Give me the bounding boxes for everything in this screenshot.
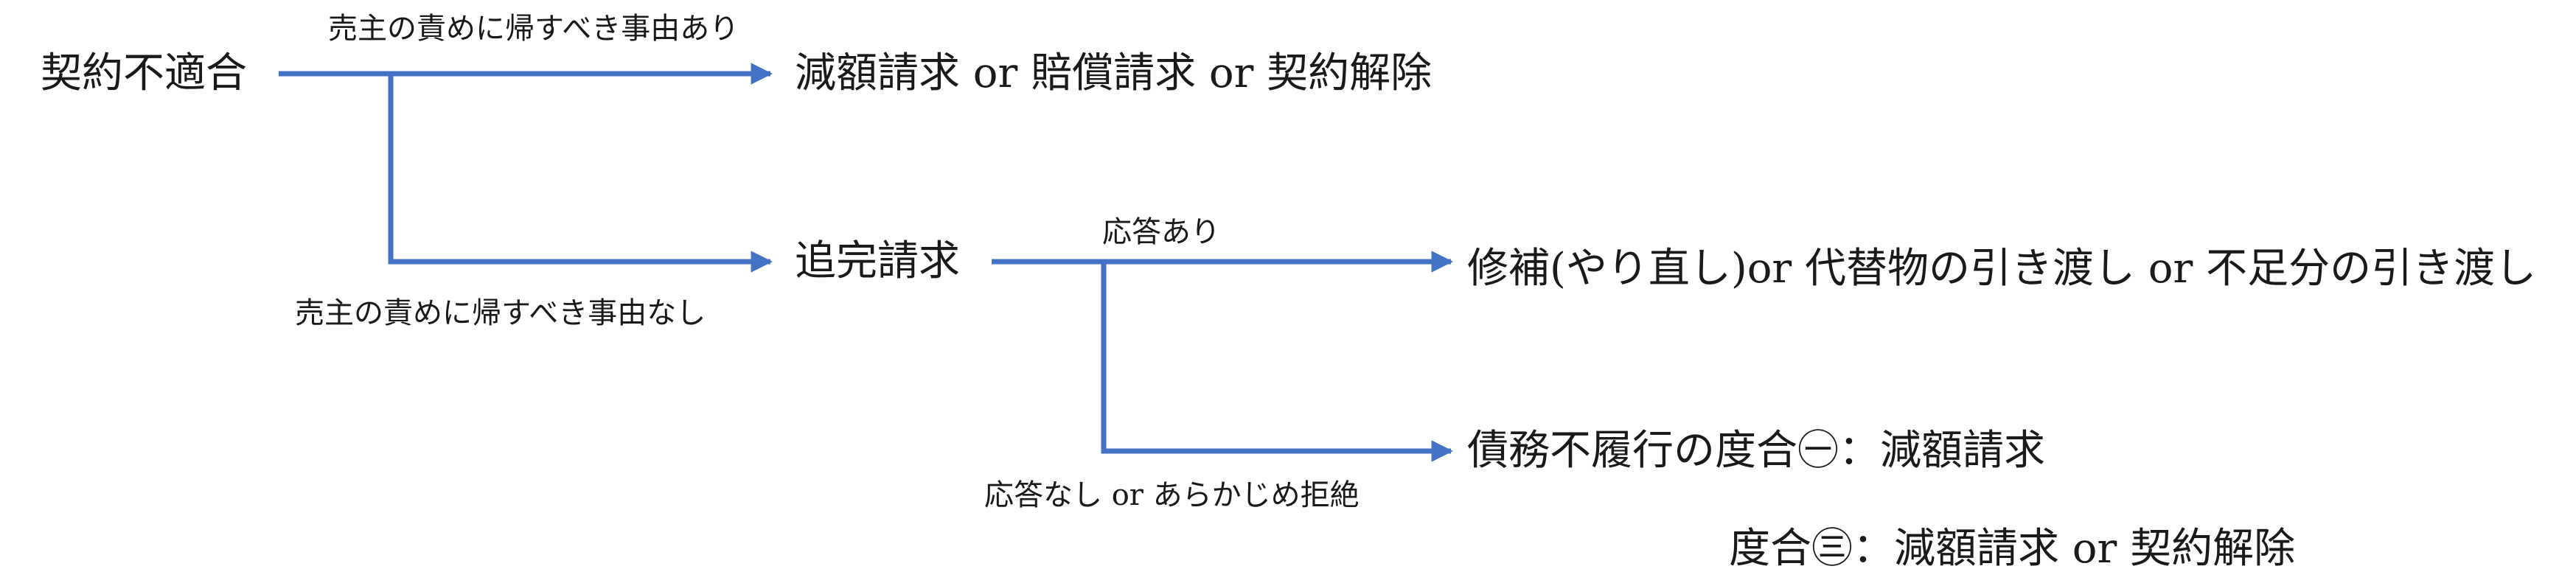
node-contract-nonconformity: 契約不適合 xyxy=(41,49,247,97)
node-repair-replace-deliver: 修補(やり直し)or 代替物の引き渡し or 不足分の引き渡し xyxy=(1467,245,2537,293)
node-cure-request: 追完請求 xyxy=(795,237,960,285)
label-no-response: 応答なし or あらかじめ拒絶 xyxy=(984,478,1360,512)
label-response: 応答あり xyxy=(1102,215,1220,249)
node-default-degree-large: 度合㊂：減額請求 or 契約解除 xyxy=(1729,525,2296,573)
connector-to-default-degree xyxy=(1101,262,1453,462)
node-default-degree-small: 債務不履行の度合㊀：減額請求 xyxy=(1467,427,2045,475)
label-seller-no-fault: 売主の責めに帰すべき事由なし xyxy=(295,296,706,330)
label-seller-fault: 売主の責めに帰すべき事由あり xyxy=(328,12,739,46)
node-price-reduction-damages-termination: 減額請求 or 賠償請求 or 契約解除 xyxy=(795,49,1433,97)
connector-to-cure-request xyxy=(388,74,773,273)
